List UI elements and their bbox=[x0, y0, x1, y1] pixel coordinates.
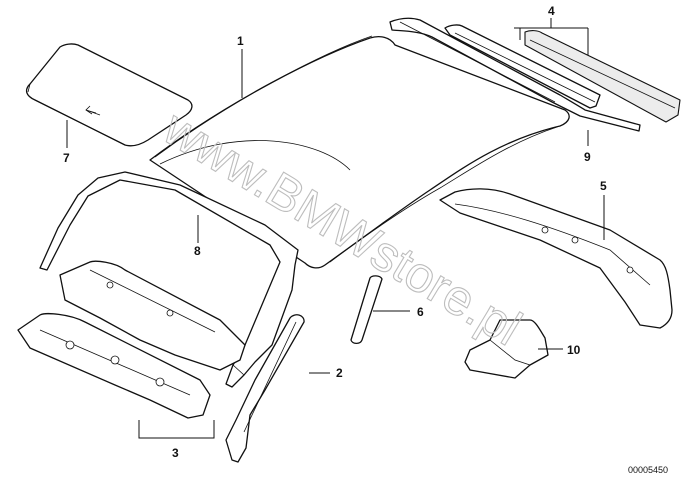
callout-4: 4 bbox=[548, 4, 555, 18]
sunroof-panel[interactable] bbox=[25, 43, 193, 147]
windshield-seal[interactable] bbox=[39, 171, 299, 388]
callout-8: 8 bbox=[194, 244, 201, 258]
callout-1: 1 bbox=[237, 34, 244, 48]
bracket[interactable] bbox=[464, 319, 549, 379]
reference-number: 00005450 bbox=[628, 465, 668, 475]
callout-2: 2 bbox=[336, 366, 343, 380]
arrow-icon bbox=[85, 105, 101, 116]
rear-frame[interactable] bbox=[439, 188, 673, 329]
header-panels[interactable] bbox=[17, 260, 246, 419]
callout-7: 7 bbox=[63, 151, 70, 165]
callout-6: 6 bbox=[417, 305, 424, 319]
leader-lines bbox=[66, 18, 605, 439]
callout-5: 5 bbox=[600, 179, 607, 193]
drain-tube[interactable] bbox=[350, 275, 383, 345]
callout-3: 3 bbox=[172, 446, 179, 460]
callout-10: 10 bbox=[567, 343, 581, 357]
moulding-strip[interactable] bbox=[389, 17, 641, 132]
roof-panel[interactable] bbox=[149, 35, 570, 269]
a-pillar[interactable] bbox=[225, 314, 305, 463]
callout-9: 9 bbox=[584, 150, 591, 164]
callout-labels: 1 2 3 4 5 6 7 8 9 10 bbox=[63, 4, 607, 460]
roof-strips[interactable] bbox=[444, 24, 681, 123]
